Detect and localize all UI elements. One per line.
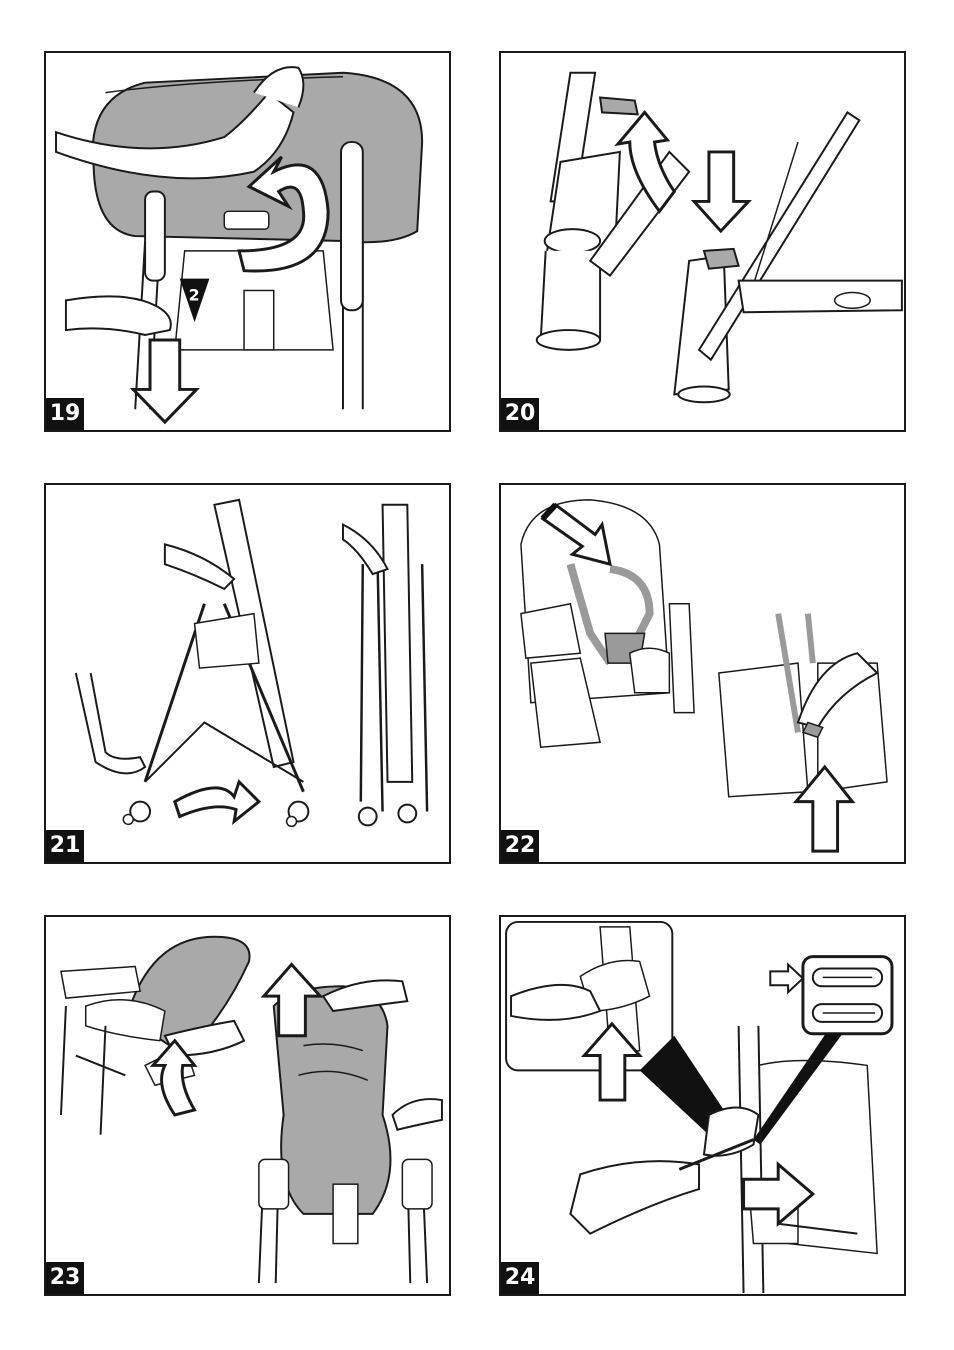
step-21-panel: 21 [44,483,451,864]
step-24-panel: 24 [499,915,906,1296]
callout-number: 2 [189,285,200,304]
step-number: 19 [46,398,84,430]
step-number: 22 [501,830,539,862]
step-number: 23 [46,1262,84,1294]
step-number: 20 [501,398,539,430]
step-19-illustration: 2 [46,53,449,430]
step-19-panel: 2 19 [44,51,451,432]
step-24-illustration [501,917,904,1294]
step-23-illustration [46,917,449,1294]
step-21-illustration [46,485,449,862]
step-22-illustration [501,485,904,862]
step-20-illustration [501,53,904,430]
step-20-panel: 20 [499,51,906,432]
step-23-panel: 23 [44,915,451,1296]
step-22-panel: 22 [499,483,906,864]
step-number: 21 [46,830,84,862]
step-number: 24 [501,1262,539,1294]
